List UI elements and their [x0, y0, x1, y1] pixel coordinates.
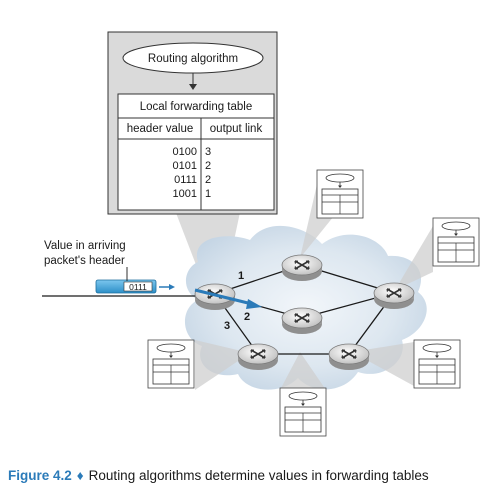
- packet-arrowhead: [169, 284, 175, 290]
- col-output-link: output link: [210, 123, 263, 135]
- table-row-header: 1001: [173, 188, 197, 200]
- forwarding-table: [117, 93, 275, 211]
- callout-right: [395, 226, 433, 290]
- callout-bottom: [280, 352, 326, 390]
- routing-algorithm-label: Routing algorithm: [148, 53, 238, 65]
- packet-header-value: 0111: [129, 282, 147, 292]
- table-row-header: 0100: [173, 146, 197, 158]
- diamond-icon: ♦: [76, 468, 84, 483]
- down-arrow-icon: [189, 84, 197, 90]
- table-row-header: 0101: [173, 160, 197, 172]
- table-row-link: 2: [205, 160, 211, 172]
- top-box: Routing algorithm Local forwarding table…: [107, 31, 278, 215]
- link-label-2: 2: [244, 311, 250, 323]
- forwarding-arrow: [194, 288, 253, 306]
- mini-forwarding-table-icon: [413, 339, 461, 389]
- col-header-value: header value: [127, 123, 194, 135]
- router-icon: [328, 343, 370, 371]
- table-row-link: 1: [205, 188, 211, 200]
- link-label-1: 1: [238, 270, 244, 282]
- link-label-3: 3: [224, 320, 230, 332]
- mini-forwarding-table-icon: [279, 387, 327, 437]
- router-icon: [281, 307, 323, 335]
- figure-caption: Figure 4.2 ♦ Routing algorithms determine …: [8, 468, 498, 490]
- packet: 0111: [95, 279, 157, 294]
- annotation-line2: packet's header: [44, 255, 125, 267]
- table-row-header: 0111: [174, 174, 197, 186]
- router-icon: [237, 343, 279, 371]
- table-row-link: 3: [205, 146, 211, 158]
- forwarding-arrowhead: [246, 299, 262, 309]
- mini-forwarding-table-icon: [432, 217, 480, 267]
- mini-forwarding-table-icon: [316, 169, 364, 219]
- router-icon: [281, 254, 323, 282]
- figure-number: Figure 4.2: [8, 468, 72, 483]
- annotation-line1: Value in arriving: [44, 240, 126, 252]
- table-row-link: 2: [205, 174, 211, 186]
- caption-text: Routing algorithms determine values in f…: [88, 468, 429, 483]
- callout-left: [195, 340, 250, 390]
- router-icon: [373, 282, 415, 310]
- mini-forwarding-table-icon: [147, 339, 195, 389]
- forwarding-table-title: Local forwarding table: [140, 101, 253, 113]
